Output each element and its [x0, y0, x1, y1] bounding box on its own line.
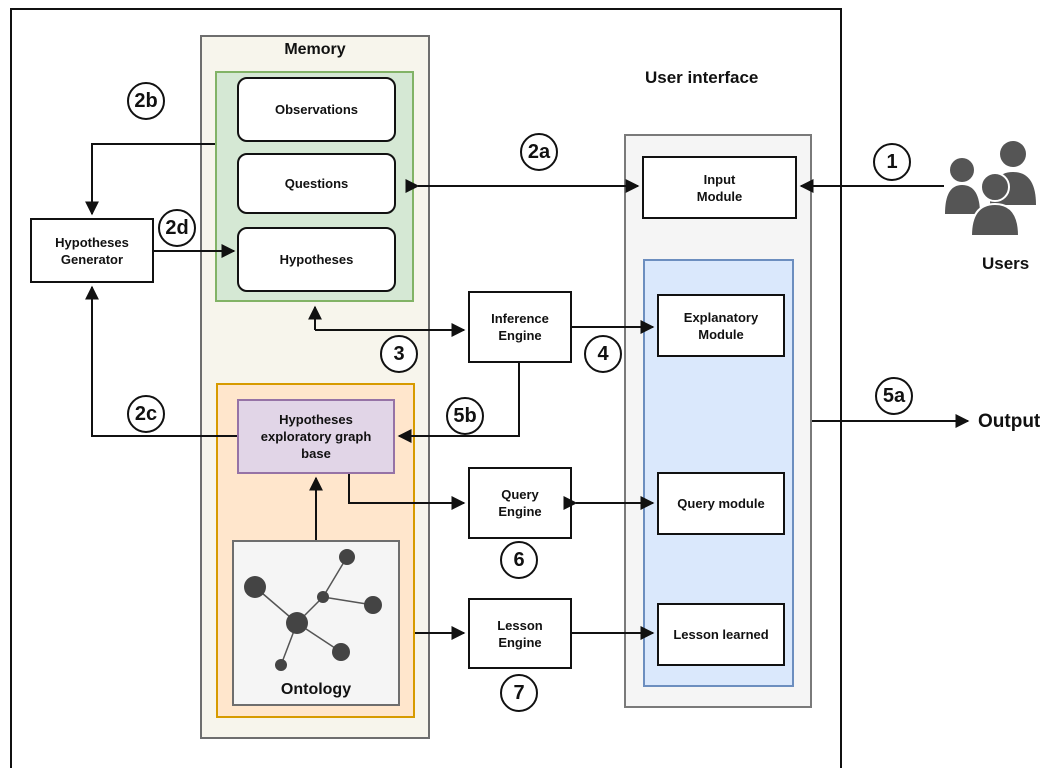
hypotheses-generator-node[interactable]: Hypotheses Generator [30, 218, 154, 283]
step-badge-2d: 2d [158, 209, 196, 247]
user-interface-label: User interface [645, 68, 759, 87]
memory-label: Memory [284, 41, 346, 58]
query-engine-node[interactable]: Query Engine [468, 467, 572, 539]
step-badge-2a: 2a [520, 133, 558, 171]
query-module-node[interactable]: Query module [657, 472, 785, 535]
step-badge-2b: 2b [127, 82, 165, 120]
step-badge-4: 4 [584, 335, 622, 373]
users-icon [945, 141, 1036, 237]
input-module-node[interactable]: Input Module [642, 156, 797, 219]
ontology-label: Ontology [280, 681, 352, 698]
output-label: Output [978, 411, 1041, 432]
step-badge-5b: 5b [446, 397, 484, 435]
step-badge-2c: 2c [127, 395, 165, 433]
questions-node[interactable]: Questions [237, 153, 396, 214]
explanatory-module-node[interactable]: Explanatory Module [657, 294, 785, 357]
hypotheses-node[interactable]: Hypotheses [237, 227, 396, 292]
lesson-engine-node[interactable]: Lesson Engine [468, 598, 572, 669]
step-badge-7: 7 [500, 674, 538, 712]
lesson-learned-node[interactable]: Lesson learned [657, 603, 785, 666]
step-badge-3: 3 [380, 335, 418, 373]
observations-node[interactable]: Observations [237, 77, 396, 142]
step-badge-6: 6 [500, 541, 538, 579]
step-badge-5a: 5a [875, 377, 913, 415]
inference-engine-node[interactable]: Inference Engine [468, 291, 572, 363]
step-badge-1: 1 [873, 143, 911, 181]
users-label: Users [982, 254, 1030, 273]
hypotheses-graph-base-node[interactable]: Hypotheses exploratory graph base [237, 399, 395, 474]
outer-frame [10, 8, 842, 768]
